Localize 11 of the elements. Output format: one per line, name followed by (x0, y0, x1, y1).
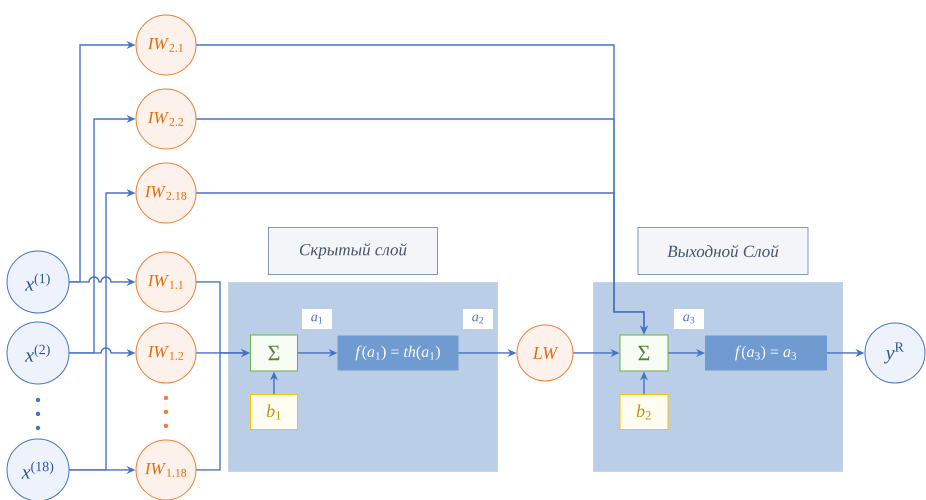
activation-box: f(a$_{3}$) = a$_{3}$ (705, 336, 827, 370)
sum-box: Σ (250, 334, 298, 372)
bias-box: b$_{2}$ (620, 394, 668, 430)
edge-label: a$_{3}$ (674, 308, 704, 329)
edge-label: a$_{1}$ (302, 308, 332, 329)
activation-box: f(a$_{1}$) = th(a$_{1}$) (338, 336, 458, 370)
layer-title-box: Скрытый слой (268, 227, 438, 275)
edge-label: a$_{2}$ (463, 308, 493, 329)
layer-title-box: Выходной Слой (638, 227, 808, 275)
bias-box: b$_{1}$ (250, 394, 298, 430)
sum-box: Σ (620, 334, 668, 372)
